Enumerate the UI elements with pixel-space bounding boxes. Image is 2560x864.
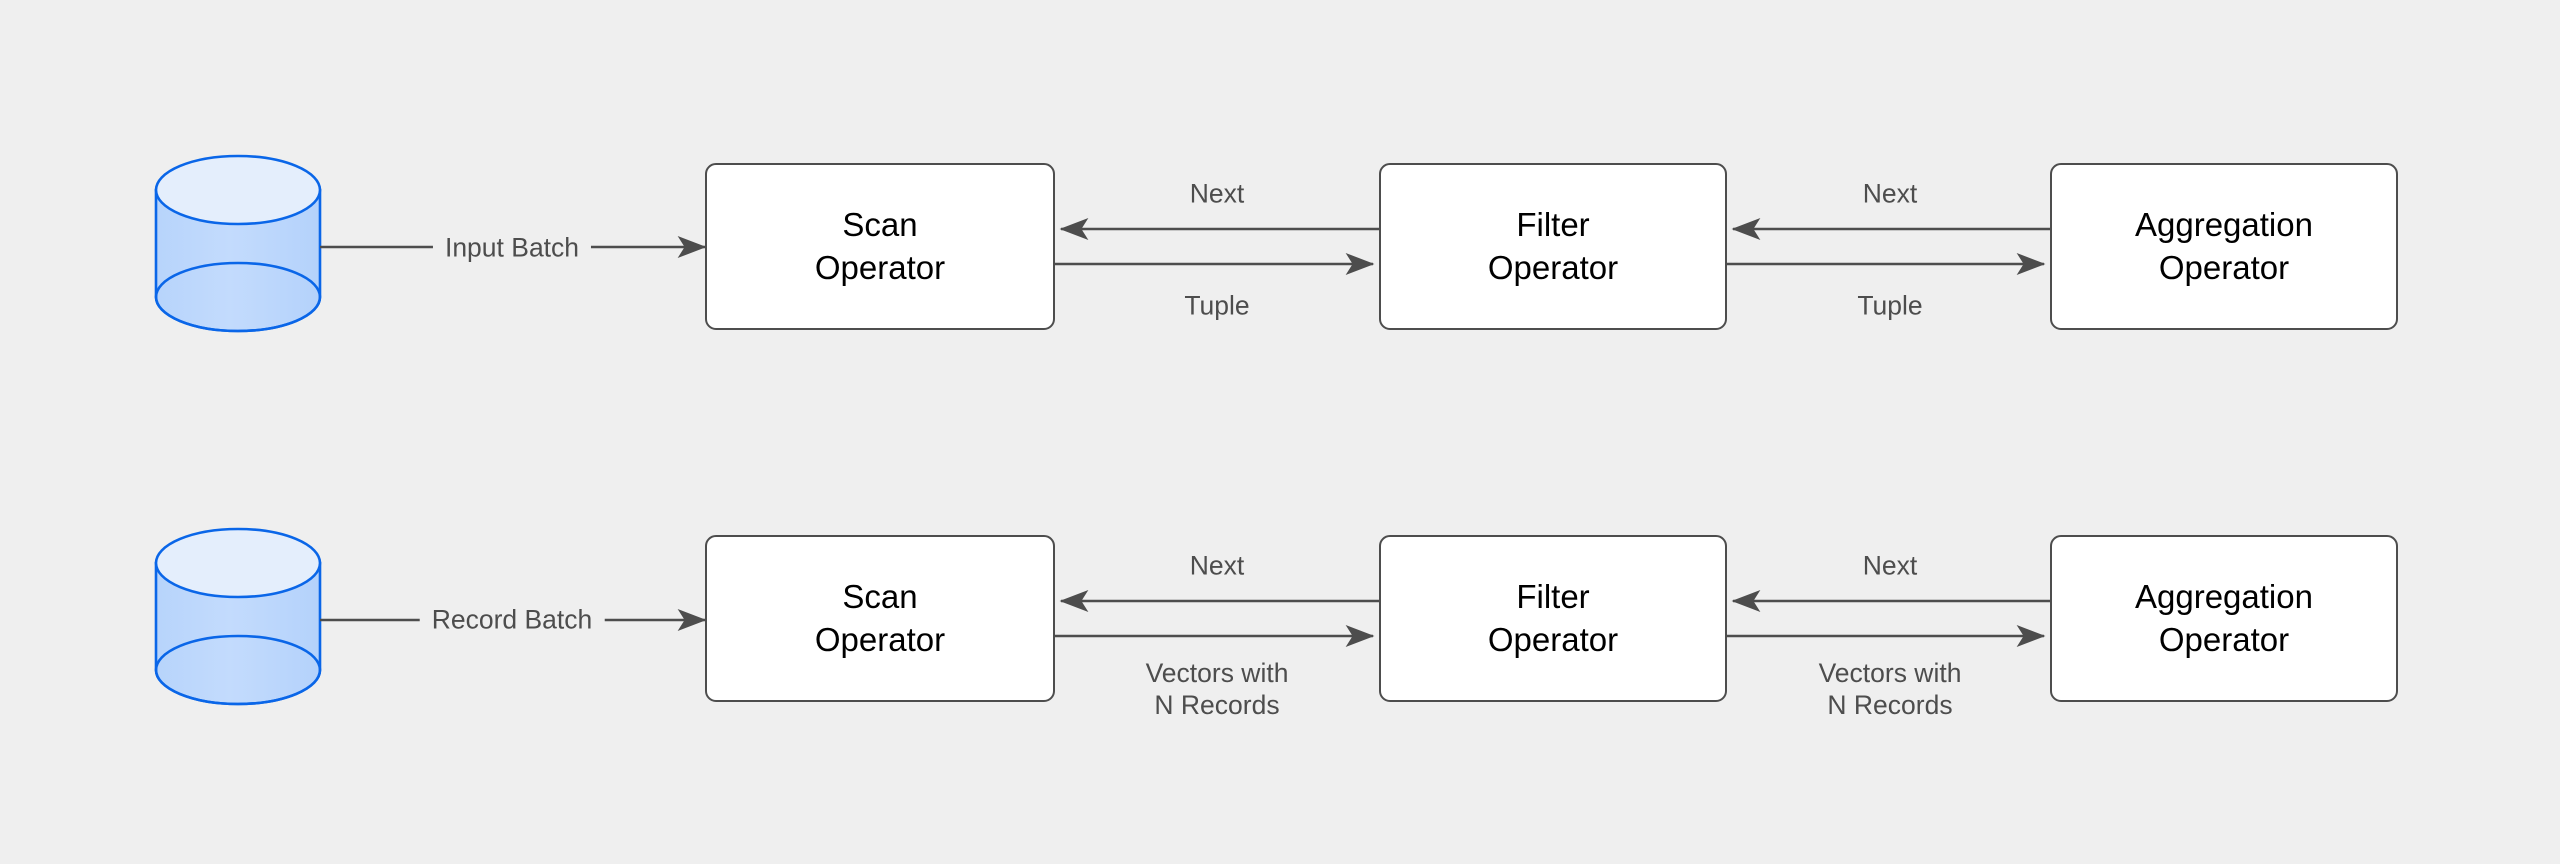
operator-label-line: Operator (2158, 248, 2290, 286)
cylinder-bottom-ellipse (154, 634, 322, 706)
cylinder-top-ellipse (154, 527, 322, 599)
edge-filter-aggregation-row-2 (1727, 589, 2050, 648)
edge-filter-aggregation-row-1 (1727, 217, 2050, 276)
operator-box-aggregation-row-2[interactable]: Aggregation Operator (2050, 535, 2398, 702)
operator-label-line: Operator (814, 620, 946, 658)
cylinder-top-ellipse (154, 154, 322, 226)
operator-label-line: Scan (842, 205, 918, 243)
cylinder-row-1 (154, 154, 322, 333)
edge-label-line: Vectors with (1818, 658, 1962, 689)
edge-label-below-filter-aggregation-row-1: Tuple (1857, 290, 1923, 321)
edge-label-line: N Records (1827, 690, 1953, 720)
operator-box-filter-row-2[interactable]: Filter Operator (1379, 535, 1727, 702)
edge-label-above-scan-filter-row-2: Next (1189, 550, 1245, 581)
source-edge-label-row-2: Record Batch (419, 604, 605, 636)
operator-label-line: Aggregation (2135, 577, 2313, 615)
operator-label-line: Operator (1487, 248, 1619, 286)
edge-label-below-filter-aggregation-row-2: Vectors with N Records (1819, 658, 1962, 722)
edge-label-above-filter-aggregation-row-1: Next (1862, 178, 1918, 209)
edge-label-below-scan-filter-row-2: Vectors with N Records (1146, 658, 1289, 722)
cylinder-row-2 (154, 527, 322, 706)
operator-box-scan-row-2[interactable]: Scan Operator (705, 535, 1055, 702)
edge-label-line: Vectors with (1145, 658, 1289, 689)
operator-box-scan-row-1[interactable]: Scan Operator (705, 163, 1055, 330)
edge-label-line: N Records (1154, 690, 1280, 720)
edge-label-above-scan-filter-row-1: Next (1189, 178, 1245, 209)
operator-box-filter-row-1[interactable]: Filter Operator (1379, 163, 1727, 330)
operator-label-line: Operator (1487, 620, 1619, 658)
operator-label-line: Filter (1516, 205, 1590, 243)
operator-box-aggregation-row-1[interactable]: Aggregation Operator (2050, 163, 2398, 330)
operator-label-line: Operator (2158, 620, 2290, 658)
edge-label-above-filter-aggregation-row-2: Next (1862, 550, 1918, 581)
edge-scan-filter-row-1 (1055, 217, 1379, 276)
edge-label-below-scan-filter-row-1: Tuple (1184, 290, 1250, 321)
source-edge-label-row-1: Input Batch (432, 232, 592, 264)
operator-label-line: Filter (1516, 577, 1590, 615)
cylinder-bottom-ellipse (154, 261, 322, 333)
operator-label-line: Aggregation (2135, 205, 2313, 243)
edge-scan-filter-row-2 (1055, 589, 1379, 648)
operator-label-line: Operator (814, 248, 946, 286)
operator-label-line: Scan (842, 577, 918, 615)
